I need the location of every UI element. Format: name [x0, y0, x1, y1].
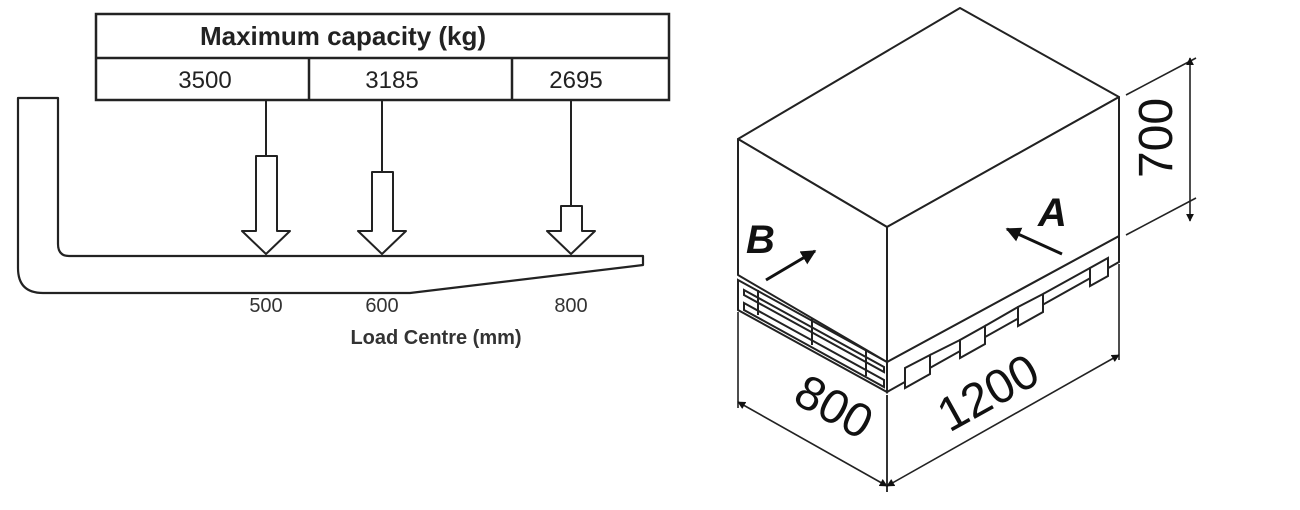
- capacity-table: Maximum capacity (kg) 3500 3185 2695: [94, 12, 671, 102]
- capacity-value-800: 2695: [549, 67, 602, 94]
- box-right-face: [886, 96, 1120, 363]
- fork-capacity-diagram: Maximum capacity (kg) 3500 3185 2695 500…: [16, 12, 671, 349]
- length-dimension: [886, 264, 1120, 492]
- fork-outline: [16, 96, 645, 295]
- load-centre-tick-500: 500: [249, 295, 282, 317]
- pallet-diagram: 700 800 1200 B A: [737, 7, 1197, 492]
- height-dimension: [1125, 57, 1197, 236]
- pallet-load-box: [737, 7, 1120, 363]
- capacity-table-title: Maximum capacity (kg): [200, 21, 486, 51]
- height-dimension-label: 700: [1130, 98, 1183, 178]
- load-centre-tick-800: 800: [554, 295, 587, 317]
- face-b-arrow: [765, 249, 817, 282]
- capacity-value-600: 3185: [365, 67, 418, 94]
- face-a-arrow: [1005, 227, 1063, 256]
- capacity-value-500: 3500: [178, 67, 231, 94]
- load-arrow-800: [546, 100, 596, 255]
- load-arrow-600: [357, 100, 407, 255]
- load-arrow-500: [241, 100, 291, 255]
- load-centre-tick-600: 600: [365, 295, 398, 317]
- face-b-label: B: [746, 218, 775, 262]
- load-centre-axis-label: Load Centre (mm): [350, 327, 521, 349]
- face-a-label: A: [1037, 191, 1067, 235]
